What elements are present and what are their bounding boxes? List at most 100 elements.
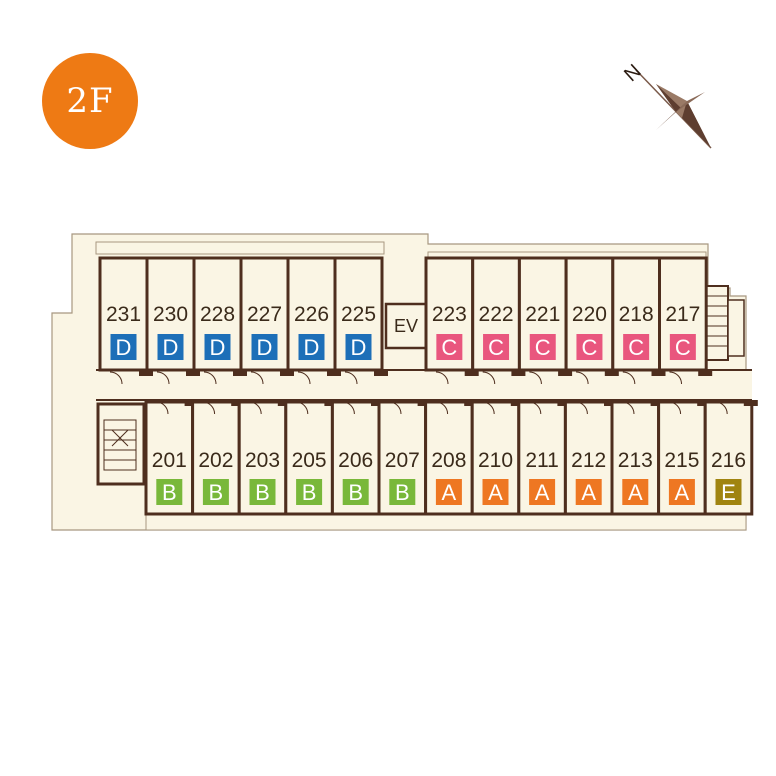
room-217 [658,256,708,372]
room-type-label: C [488,335,504,360]
room-208 [424,400,474,516]
wall-pier [651,370,666,376]
wall-pier [280,370,294,376]
door-icon [621,401,635,415]
room-type-badge [204,334,231,360]
door-icon [344,371,358,385]
wall-pier [511,370,526,376]
door-icon [297,371,311,385]
room-type-label: D [210,335,226,360]
room-number: 222 [479,303,514,326]
room-number: 223 [432,303,467,326]
room-type-badge [157,334,184,360]
room-number: 217 [665,303,700,326]
room-type-badge [482,479,509,505]
room-type-label: B [395,480,410,505]
room-number: 230 [153,303,188,326]
room-number: 226 [294,303,329,326]
room-type-label: B [255,480,270,505]
corridor [96,370,752,400]
wall-pier [604,370,619,376]
room-type-label: A [488,480,503,505]
floor-label: 2F [66,81,114,121]
room-type-label: C [582,335,598,360]
door-icon [250,371,264,385]
floor-badge: 2F [42,53,138,149]
door-icon [202,401,216,415]
door-icon [482,401,495,415]
door-icon [668,401,682,415]
east-stairs [705,285,745,361]
room-type-badge [622,479,649,505]
elevator: EV [384,302,428,350]
room-number: 228 [200,303,235,326]
room-number: 207 [385,449,420,472]
room-number: 205 [292,449,327,472]
wall-pier [698,370,713,376]
door-icon [528,401,542,415]
room-type-label: D [257,335,273,360]
room-number: 206 [338,449,373,472]
door-icon [156,371,170,385]
room-type-label: B [302,480,317,505]
room-type-badge [298,334,325,360]
door-icon [249,401,262,415]
room-number: 227 [247,303,282,326]
door-icon [715,401,728,415]
room-type-badge [575,479,602,505]
room-type-label: A [535,480,550,505]
room-number: 231 [106,303,141,326]
room-type-label: B [162,480,177,505]
elevator-label: EV [394,316,418,336]
room-type-badge [623,334,650,360]
room-number: 201 [152,449,187,472]
room-type-badge [345,334,372,360]
room-type-badge [156,479,183,505]
wall-pier [464,370,479,376]
room-number: 210 [478,449,513,472]
room-number: 221 [525,303,560,326]
room-type-badge [669,334,696,360]
room-216 [703,400,754,516]
room-type-badge [576,334,603,360]
door-icon [669,371,682,385]
room-number: 203 [245,449,280,472]
door-icon [622,371,636,385]
wall-pier [327,370,341,376]
room-type-label: A [442,480,457,505]
room-type-label: B [209,480,224,505]
room-number: 212 [571,449,606,472]
room-number: 202 [198,449,233,472]
room-type-badge [529,334,556,360]
room-type-badge [202,479,229,505]
room-type-badge [249,479,276,505]
room-type-badge [251,334,278,360]
room-type-label: E [721,480,736,505]
room-type-label: C [441,335,457,360]
room-type-label: A [628,480,643,505]
door-icon [575,401,588,415]
wall-pier [558,370,573,376]
room-type-badge [435,479,462,505]
door-icon [435,401,449,415]
room-number: 211 [525,449,558,472]
room-number: 213 [618,449,653,472]
wall-pier [139,370,153,376]
door-icon [295,401,309,415]
room-type-badge [436,334,463,360]
room-type-label: B [348,480,363,505]
room-number: 220 [572,303,607,326]
wall-pier [186,370,200,376]
room-number: 208 [431,449,466,472]
room-type-badge [715,479,742,505]
room-type-label: D [304,335,320,360]
room-number: 225 [341,303,376,326]
room-type-badge [110,334,137,360]
room-type-label: A [581,480,596,505]
room-213 [610,400,661,516]
wall-pier [743,400,758,406]
wall-pier [233,370,247,376]
room-type-badge [483,334,510,360]
room-number: 216 [711,449,746,472]
